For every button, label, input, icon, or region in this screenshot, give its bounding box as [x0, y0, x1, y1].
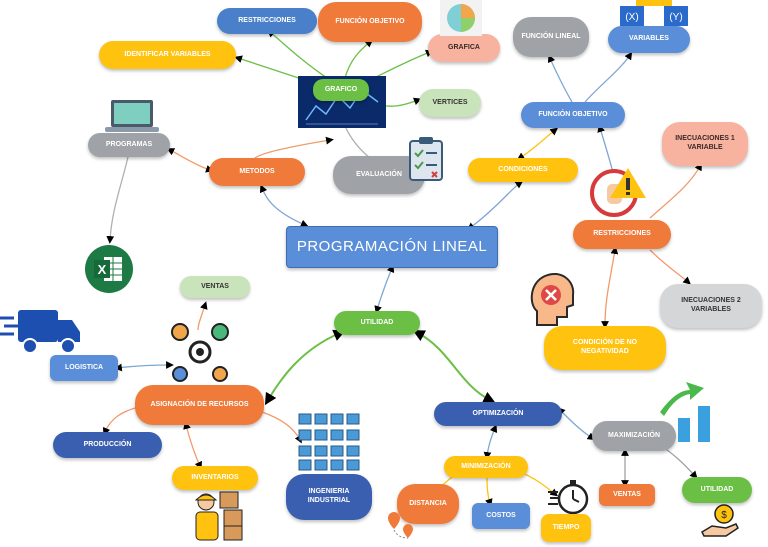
node-grafica[interactable]: GRAFICA: [428, 34, 500, 62]
node-asignacion[interactable]: ASIGNACIÓN DE RECURSOS: [135, 385, 264, 425]
node-costos[interactable]: COSTOS: [472, 503, 530, 529]
node-no-negatividad[interactable]: CONDICIÓN DE NO NEGATIVIDAD: [544, 326, 666, 370]
stopwatch-icon: [548, 478, 590, 516]
node-inecuaciones-2[interactable]: INECUACIONES 2 VARIABLES: [660, 284, 762, 328]
node-optimizacion[interactable]: OPTIMIZACIÓN: [434, 402, 562, 426]
node-inventarios[interactable]: INVENTARIOS: [172, 466, 258, 490]
svg-text:$: $: [721, 510, 727, 521]
excel-icon: X: [84, 244, 134, 294]
node-distancia[interactable]: DISTANCIA: [397, 484, 459, 524]
node-funcion-objetivo-right[interactable]: FUNCIÓN OBJETIVO: [521, 102, 625, 128]
y-label: (Y): [669, 12, 682, 23]
node-ingenieria[interactable]: INGENIERIA INDUSTRIAL: [286, 474, 372, 520]
growth-chart-icon: [656, 378, 716, 444]
node-ventas-right[interactable]: VENTAS: [599, 484, 655, 506]
node-programas[interactable]: PROGRAMAS: [88, 133, 170, 157]
central-topic[interactable]: PROGRAMACIÓN LINEAL: [286, 226, 498, 268]
node-inecuaciones-1[interactable]: INECUACIONES 1 VARIABLE: [662, 122, 748, 166]
node-restricciones-top[interactable]: RESTRICCIONES: [217, 8, 317, 34]
stop-hand-icon: [590, 166, 648, 218]
node-funcion-lineal[interactable]: FUNCIÓN LINEAL: [513, 17, 589, 57]
node-tiempo[interactable]: TIEMPO: [541, 514, 591, 542]
xy-variables-icon: (X) (Y): [618, 0, 690, 28]
laptop-icon: [103, 98, 161, 134]
node-minimizacion[interactable]: MINIMIZACIÓN: [444, 456, 528, 478]
node-identificar-variables[interactable]: IDENTIFICAR VARIABLES: [99, 41, 236, 69]
map-pin-icon: [386, 510, 416, 542]
node-restricciones-right[interactable]: RESTRICCIONES: [573, 220, 671, 249]
head-x-icon: [527, 271, 577, 327]
node-vertices[interactable]: VERTICES: [419, 89, 481, 117]
node-produccion[interactable]: PRODUCCIÓN: [53, 432, 162, 458]
gear-network-icon: [170, 322, 230, 382]
excel-letter: X: [98, 262, 107, 277]
node-funcion-objetivo-top[interactable]: FUNCIÓN OBJETIVO: [318, 2, 422, 42]
node-utilidad-center[interactable]: UTILIDAD: [334, 311, 420, 335]
buildings-icon: [295, 410, 365, 472]
node-maximizacion[interactable]: MAXIMIZACIÓN: [592, 421, 676, 451]
node-grafico[interactable]: GRAFICO: [313, 79, 369, 101]
clipboard-icon: [405, 136, 447, 182]
node-ventas-left[interactable]: VENTAS: [180, 276, 250, 298]
node-variables[interactable]: VARIABLES: [608, 26, 690, 53]
truck-icon: [0, 304, 84, 356]
node-logistica[interactable]: LOGISTICA: [50, 355, 118, 381]
worker-boxes-icon: [190, 490, 246, 542]
node-utilidad-right[interactable]: UTILIDAD: [682, 477, 752, 503]
node-condiciones[interactable]: CONDICIONES: [468, 158, 578, 182]
pie-chart-icon: [440, 0, 482, 36]
money-hand-icon: $: [700, 504, 740, 538]
x-label: (X): [625, 12, 638, 23]
node-metodos[interactable]: METODOS: [209, 158, 305, 186]
